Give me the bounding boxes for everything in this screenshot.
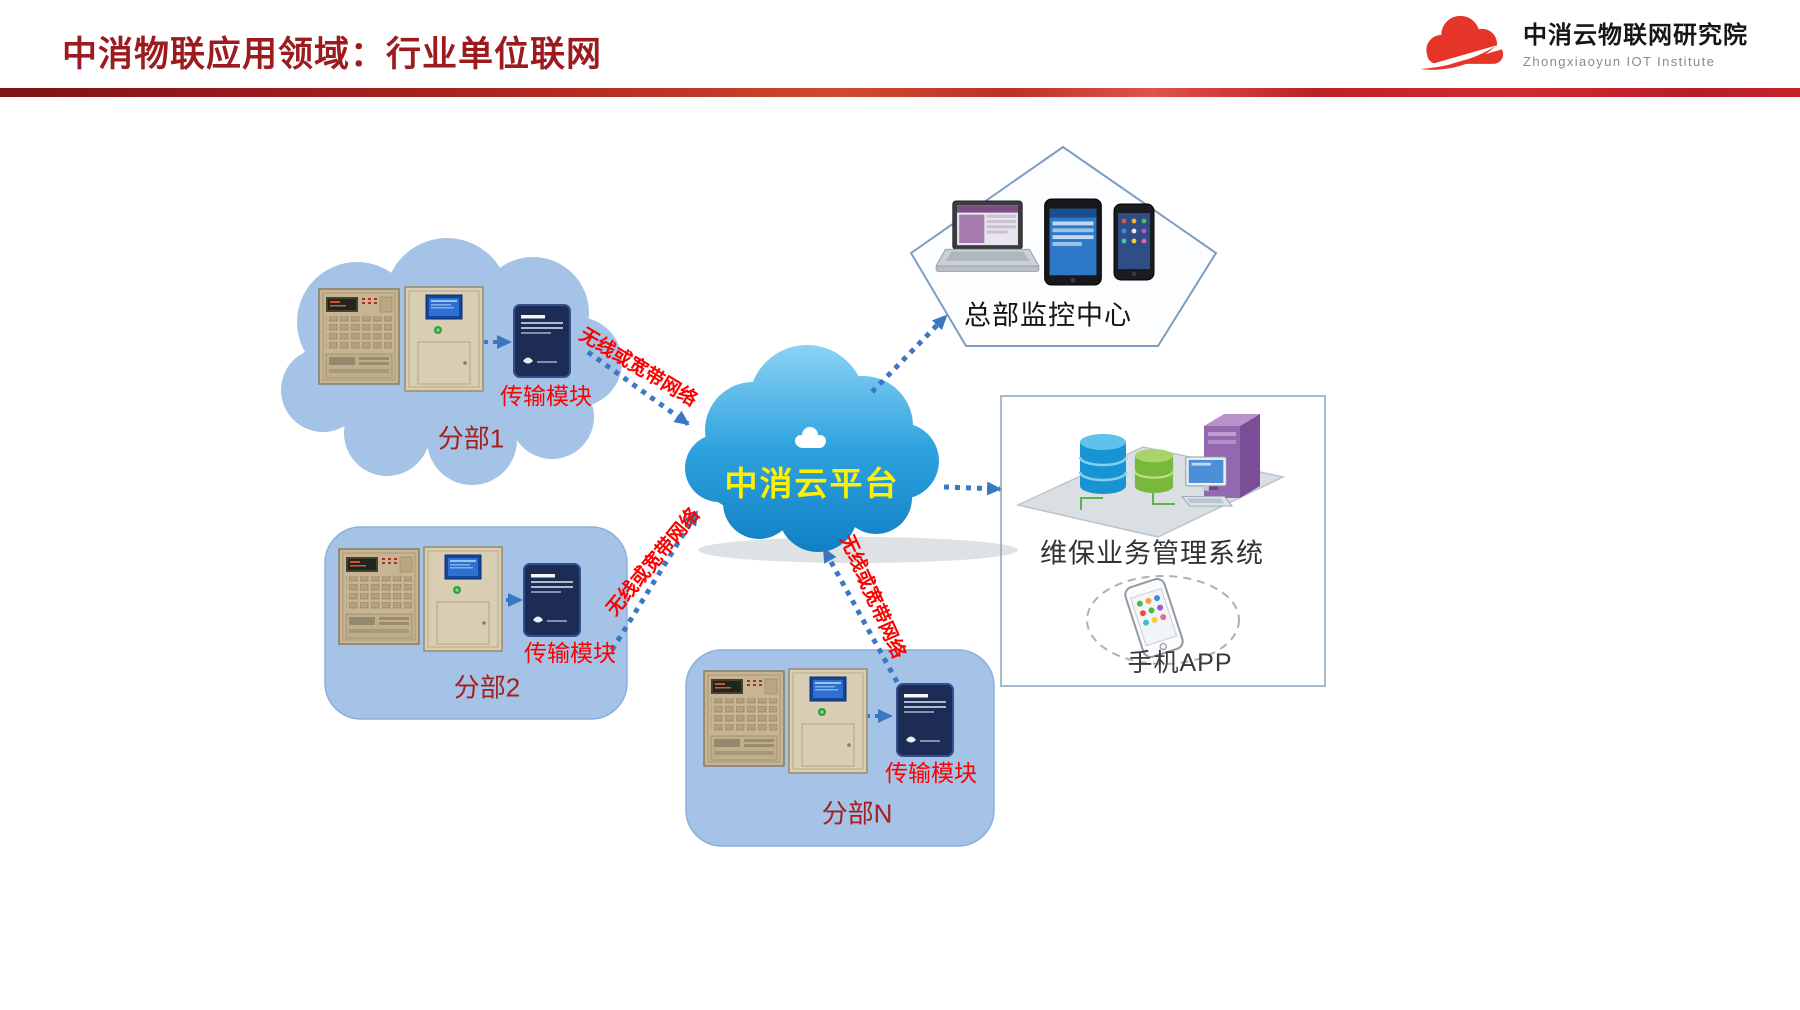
branch1-control-cabinet xyxy=(404,286,484,392)
branch2-alarm-panel xyxy=(338,548,420,645)
workstation-icon xyxy=(1181,456,1233,507)
module-label-branchN: 传输模块 xyxy=(885,760,977,786)
branchN-control-cabinet xyxy=(788,668,868,774)
maintenance-label: 维保业务管理系统 xyxy=(1040,538,1264,569)
accent-bar xyxy=(0,88,1800,97)
arrow-branch2-to-platform xyxy=(609,510,700,652)
logo-subtitle: Zhongxiaoyun IOT Institute xyxy=(1523,54,1716,69)
logo-text: 中消云物联网研究院 Zhongxiaoyun IOT Institute xyxy=(1523,15,1748,69)
branch1-label: 分部1 xyxy=(437,423,505,454)
branch2-control-cabinet xyxy=(423,546,503,652)
arrow-branchN-to-platform xyxy=(821,547,900,684)
server-link-line-2 xyxy=(1152,492,1175,505)
branch1-alarm-panel xyxy=(318,288,400,385)
module-label-branch1: 传输模块 xyxy=(500,383,592,409)
module-label-branch2: 传输模块 xyxy=(524,640,616,666)
hq-label: 总部监控中心 xyxy=(964,300,1132,331)
branch2-transmission-module xyxy=(523,563,581,637)
server-link-line-1 xyxy=(1080,497,1103,510)
logo-cloud-icon xyxy=(1415,15,1511,74)
platform-cloud-shape xyxy=(685,345,939,552)
hq-phone xyxy=(1113,203,1155,281)
arrow-platform-to-maintenance xyxy=(943,481,1002,496)
arrow-branch1-to-platform xyxy=(586,349,690,427)
logo-title: 中消云物联网研究院 xyxy=(1523,22,1748,49)
branch2-label: 分部2 xyxy=(453,672,521,703)
database-blue-icon xyxy=(1078,432,1128,496)
app-dashed-ellipse xyxy=(1086,575,1240,665)
branch1-transmission-module xyxy=(513,304,571,378)
mini-cloud-icon xyxy=(795,427,826,448)
hq-tablet xyxy=(1044,198,1102,286)
page-title: 中消物联应用领域：行业单位联网 xyxy=(62,35,603,74)
mobile-app-label: 手机APP xyxy=(1127,649,1233,677)
arrow-platform-to-hq xyxy=(870,314,948,394)
database-green-icon xyxy=(1133,447,1175,495)
branchN-alarm-panel xyxy=(703,670,785,767)
branchN-label: 分部N xyxy=(821,798,893,829)
cloud-shadow xyxy=(698,537,1018,563)
logo: 中消云物联网研究院 Zhongxiaoyun IOT Institute xyxy=(1415,10,1748,74)
branchN-transmission-module xyxy=(896,683,954,757)
platform-label: 中消云平台 xyxy=(724,465,900,502)
